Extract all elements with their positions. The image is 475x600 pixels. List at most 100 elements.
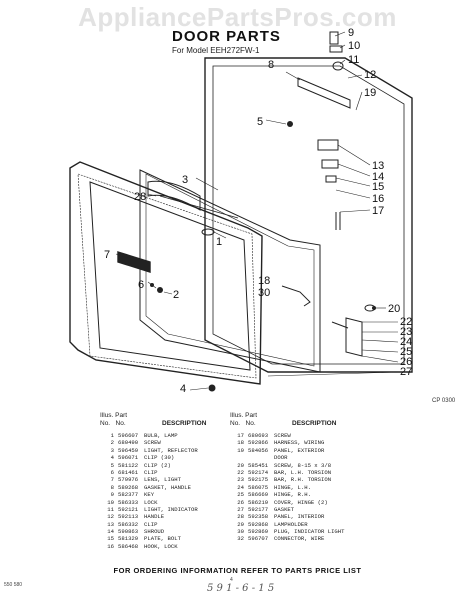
callout: 28 [134,191,146,203]
table-cell-desc: BAR, L.H. TORSION [274,468,332,476]
callout: 16 [372,193,384,205]
column-header: No. No. [230,420,256,427]
table-cell-no: 16 [107,542,114,550]
table-cell-part: 586332 [118,520,139,528]
callout: 5 [257,116,263,128]
table-cell-part: 586468 [118,542,139,550]
table-cell-no: 5 [110,461,114,469]
table-cell-no: 2 [110,439,114,447]
lock-clip [325,175,337,183]
callout: 26 [400,356,412,368]
door-gasket-inner [145,173,315,367]
table-cell-no: 22 [237,468,244,476]
interior-door-panel-rim [77,173,257,379]
watermark: AppliancePartsPros.com [78,2,397,32]
table-cell-part: 585451 [248,461,269,469]
table-cell-no: 27 [237,505,244,513]
table-cell-no: 1 [110,432,114,439]
table-cell-desc: LIGHT, INDICATOR [144,505,198,513]
clip-4 [208,384,216,392]
table-cell-no: 17 [237,432,244,439]
table-cell-desc: HARNESS, WIRING [274,439,325,447]
lock-body [329,45,343,53]
lock-shroud [317,139,339,151]
callout: 12 [364,69,376,81]
table-cell-desc: BULB, LAMP [144,432,178,439]
interior-door-panel-inner [89,181,251,371]
diagram-code: CP 0300 [432,398,456,404]
callout: 20 [388,303,400,315]
table-cell-desc: CLIP [144,468,158,476]
table-cell-no: 12 [107,513,114,521]
table-cell-part: 680490 [118,439,139,447]
table-cell-part: 590863 [118,528,139,536]
column-header: Illus. Part [100,412,128,419]
hinge-assembly [345,317,363,357]
callout: 27 [400,366,412,378]
table-cell-desc: PLATE, BOLT [144,535,181,543]
callout: 1 [216,236,222,248]
table-cell-part: 586219 [248,498,269,506]
table-cell-no: 7 [110,476,114,484]
door-gasket [139,169,321,373]
table-cell-part: 596607 [118,432,139,439]
handle-strip [297,77,351,109]
table-cell-no: 19 [237,446,244,454]
table-cell-desc: COVER, HINGE (2) [274,498,328,506]
callout: 22 [400,316,412,328]
table-cell-no: 3 [110,446,114,454]
table-cell-desc: SHROUD [144,528,165,536]
table-cell-part: 592868 [248,520,269,528]
table-cell-part: 592177 [248,505,269,513]
ordering-note: FOR ORDERING INFORMATION REFER TO PARTS … [113,566,362,575]
column-header: DESCRIPTION [162,420,207,427]
table-cell-desc: KEY [144,491,155,499]
table-cell-desc: PANEL, EXTERIOR [274,446,325,454]
column-header: No. No. [100,420,126,427]
table-cell-part [248,454,274,461]
table-cell-desc: CLIP (30) [144,454,175,462]
table-cell-desc: LAMPHOLDER [274,520,308,528]
table-cell-no: 13 [107,520,114,528]
lock-hook [335,212,341,230]
table-cell-part: 581329 [118,535,139,543]
table-cell-no: 14 [107,528,114,536]
callout: 15 [372,181,384,193]
table-row: 1 596607 BULB, LAMP [100,432,270,439]
column-header: DESCRIPTION [292,420,337,427]
table-cell-desc: GASKET [274,505,295,513]
table-cell-part: 586333 [118,498,139,506]
indicator-light [332,61,344,71]
table-cell-part: 592869 [248,528,269,536]
table-cell-no: 25 [237,491,244,499]
clip-6 [150,283,154,287]
table-cell-part: 586669 [248,491,269,499]
table-cell-no: 26 [237,498,244,506]
table-cell-no: 23 [237,476,244,484]
table-cell-no: 8 [110,483,114,491]
table-cell-part: 596707 [248,535,269,543]
table-cell-no: 6 [110,468,114,476]
table-row: DOOR [230,454,400,461]
table-cell-desc: GASKET, HANDLE [144,483,191,491]
table-cell-desc: LOCK [144,498,158,506]
table-cell-part: 596071 [118,454,139,462]
table-cell-part: 579976 [118,476,139,484]
table-cell-no: 11 [107,505,114,513]
screw-2 [157,287,163,293]
